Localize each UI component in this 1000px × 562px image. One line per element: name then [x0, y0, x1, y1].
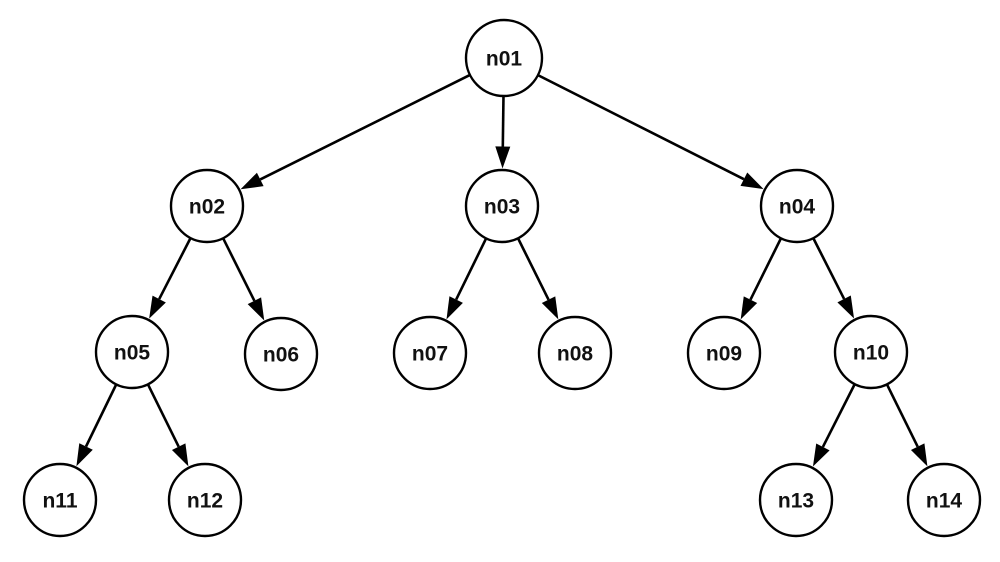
- node-label-n12: n12: [187, 490, 223, 513]
- node-circle-n02[interactable]: [169, 168, 245, 244]
- node-n05[interactable]: n05: [94, 314, 170, 390]
- node-circle-n10[interactable]: [833, 314, 909, 390]
- node-n13[interactable]: n13: [758, 462, 834, 538]
- arrowhead-n01-n03: [495, 146, 511, 169]
- node-n14[interactable]: n14: [906, 462, 982, 538]
- arrowhead-n10-n14: [910, 443, 928, 467]
- edge-n03-n08: [516, 237, 550, 301]
- edge-n01-n02: [259, 73, 471, 181]
- node-label-n10: n10: [853, 342, 889, 365]
- edge-n10-n13: [821, 383, 856, 448]
- arrowhead-n05-n12: [171, 443, 189, 467]
- edge-n02-n06: [221, 237, 256, 302]
- node-label-n06: n06: [263, 344, 299, 367]
- node-label-n01: n01: [486, 48, 523, 71]
- edges-layer: [76, 73, 928, 467]
- node-n10[interactable]: n10: [833, 314, 909, 390]
- arrowhead-n01-n02: [240, 172, 264, 190]
- node-n09[interactable]: n09: [686, 315, 762, 391]
- node-circle-n03[interactable]: [464, 168, 540, 244]
- node-circle-n14[interactable]: [906, 462, 982, 538]
- node-circle-n09[interactable]: [686, 315, 762, 391]
- arrowhead-n03-n08: [541, 296, 559, 320]
- edge-n04-n10: [812, 237, 846, 300]
- edge-n05-n11: [84, 383, 118, 448]
- node-n06[interactable]: n06: [243, 316, 319, 392]
- node-n11[interactable]: n11: [22, 462, 98, 538]
- node-circle-n12[interactable]: [167, 462, 243, 538]
- nodes-layer: n01 n02 n03 n04 n05 n06 n07 n08 n09 n10 n11 n12 n13 n…: [22, 18, 982, 538]
- node-circle-n01[interactable]: [464, 18, 544, 98]
- arrowhead-n02-n06: [247, 297, 265, 321]
- edge-n05-n12: [146, 383, 180, 448]
- node-n03[interactable]: n03: [464, 168, 540, 244]
- node-circle-n08[interactable]: [537, 315, 613, 391]
- node-label-n09: n09: [706, 343, 742, 366]
- node-label-n07: n07: [412, 343, 448, 366]
- arrowhead-n04-n10: [837, 295, 855, 319]
- node-n08[interactable]: n08: [537, 315, 613, 391]
- node-circle-n05[interactable]: [94, 314, 170, 390]
- node-label-n14: n14: [926, 490, 963, 513]
- edge-n04-n09: [749, 237, 783, 301]
- node-label-n08: n08: [557, 343, 594, 366]
- arrowhead-n04-n09: [740, 296, 758, 320]
- node-label-n02: n02: [189, 196, 225, 219]
- node-label-n04: n04: [779, 196, 816, 219]
- node-n04[interactable]: n04: [759, 168, 835, 244]
- node-n01[interactable]: n01: [464, 18, 544, 98]
- arrowhead-n02-n05: [149, 295, 166, 319]
- node-label-n05: n05: [114, 342, 151, 365]
- node-label-n03: n03: [484, 196, 520, 219]
- node-n02[interactable]: n02: [169, 168, 245, 244]
- edge-n10-n14: [885, 383, 919, 448]
- arrowhead-n05-n11: [76, 443, 93, 467]
- edge-n01-n04: [537, 73, 745, 181]
- node-n12[interactable]: n12: [167, 462, 243, 538]
- edge-n02-n05: [158, 237, 192, 300]
- arrowhead-n10-n13: [812, 443, 830, 467]
- edge-n03-n07: [455, 237, 488, 301]
- node-label-n11: n11: [42, 490, 77, 513]
- node-n07[interactable]: n07: [392, 315, 468, 391]
- node-circle-n04[interactable]: [759, 168, 835, 244]
- node-circle-n06[interactable]: [243, 316, 319, 392]
- arrowhead-n01-n04: [740, 172, 764, 190]
- node-circle-n13[interactable]: [758, 462, 834, 538]
- node-circle-n07[interactable]: [392, 315, 468, 391]
- node-circle-n11[interactable]: [22, 462, 98, 538]
- node-label-n13: n13: [778, 490, 814, 513]
- arrowhead-n03-n07: [446, 296, 463, 320]
- edge-n01-n03: [501, 95, 505, 147]
